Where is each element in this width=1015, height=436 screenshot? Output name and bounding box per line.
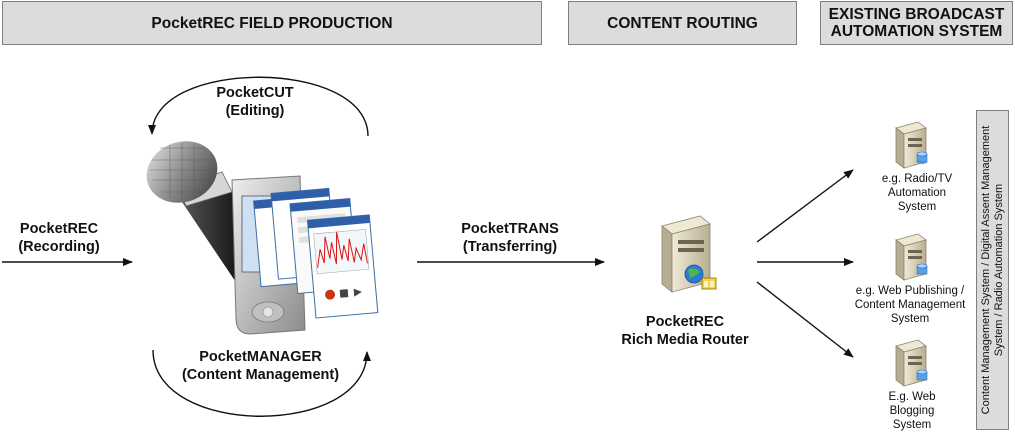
route-arrow-blogging: [756, 281, 854, 358]
header-broadcast-line2: AUTOMATION SYSTEM: [830, 23, 1003, 40]
pocketrec-name: PocketREC: [19, 221, 99, 237]
target-blogging-line2: Blogging: [889, 405, 935, 417]
automation-systems-side-box: Content Management System / Digital Asse…: [976, 110, 1009, 430]
route-arrow-radio: [756, 169, 854, 243]
router-desc: Rich Media Router: [621, 332, 749, 348]
target-web-publishing-line3: System: [890, 313, 930, 325]
header-broadcast-automation: EXISTING BROADCAST AUTOMATION SYSTEM: [820, 1, 1013, 45]
editing-cycle-arrow: [148, 76, 369, 137]
pockettrans-name: PocketTRANS: [461, 221, 559, 237]
radio-tv-server-icon: [895, 121, 928, 169]
header-content-routing: CONTENT ROUTING: [568, 1, 797, 45]
blogging-server-icon: [895, 339, 928, 387]
pocketcut-label: PocketCUT (Editing): [195, 84, 315, 120]
pocketcut-name: PocketCUT: [216, 85, 294, 101]
pocketcut-desc: (Editing): [225, 103, 285, 119]
pocketrec-desc: (Recording): [18, 239, 100, 255]
management-cycle-arrow: [152, 349, 371, 417]
pockettrans-desc: (Transferring): [462, 239, 558, 255]
automation-systems-side-text: Content Management System / Digital Asse…: [979, 125, 1005, 415]
target-web-publishing-line2: Content Management: [854, 299, 966, 311]
target-radio-tv-label: e.g. Radio/TV Automation System: [852, 172, 982, 214]
target-blogging-line3: System: [892, 419, 932, 431]
target-web-publishing-line1: e.g. Web Publishing /: [855, 285, 965, 297]
router-server-icon: [661, 215, 717, 293]
pockettrans-label: PocketTRANS (Transferring): [440, 220, 580, 256]
web-publishing-server-icon: [895, 233, 928, 281]
target-blogging-line1: E.g. Web: [888, 391, 936, 403]
router-name: PocketREC: [645, 314, 725, 330]
target-radio-tv-line3: System: [897, 201, 937, 213]
header-broadcast-line1: EXISTING BROADCAST: [828, 6, 1005, 23]
header-field-production-label: PocketREC FIELD PRODUCTION: [151, 14, 393, 32]
header-field-production: PocketREC FIELD PRODUCTION: [2, 1, 542, 45]
app-screenshots-stack: [253, 187, 379, 319]
target-web-publishing-label: e.g. Web Publishing / Content Management…: [845, 284, 975, 326]
router-label: PocketREC Rich Media Router: [600, 313, 770, 349]
target-blogging-label: E.g. Web Blogging System: [852, 390, 972, 432]
header-content-routing-label: CONTENT ROUTING: [607, 14, 758, 32]
pocketmanager-name: PocketMANAGER: [199, 349, 322, 365]
target-radio-tv-line1: e.g. Radio/TV: [881, 173, 953, 185]
pocketrec-label: PocketREC (Recording): [4, 220, 114, 256]
target-radio-tv-line2: Automation: [887, 187, 947, 199]
pocketmanager-label: PocketMANAGER (Content Management): [163, 348, 358, 384]
pocketmanager-desc: (Content Management): [181, 367, 340, 383]
